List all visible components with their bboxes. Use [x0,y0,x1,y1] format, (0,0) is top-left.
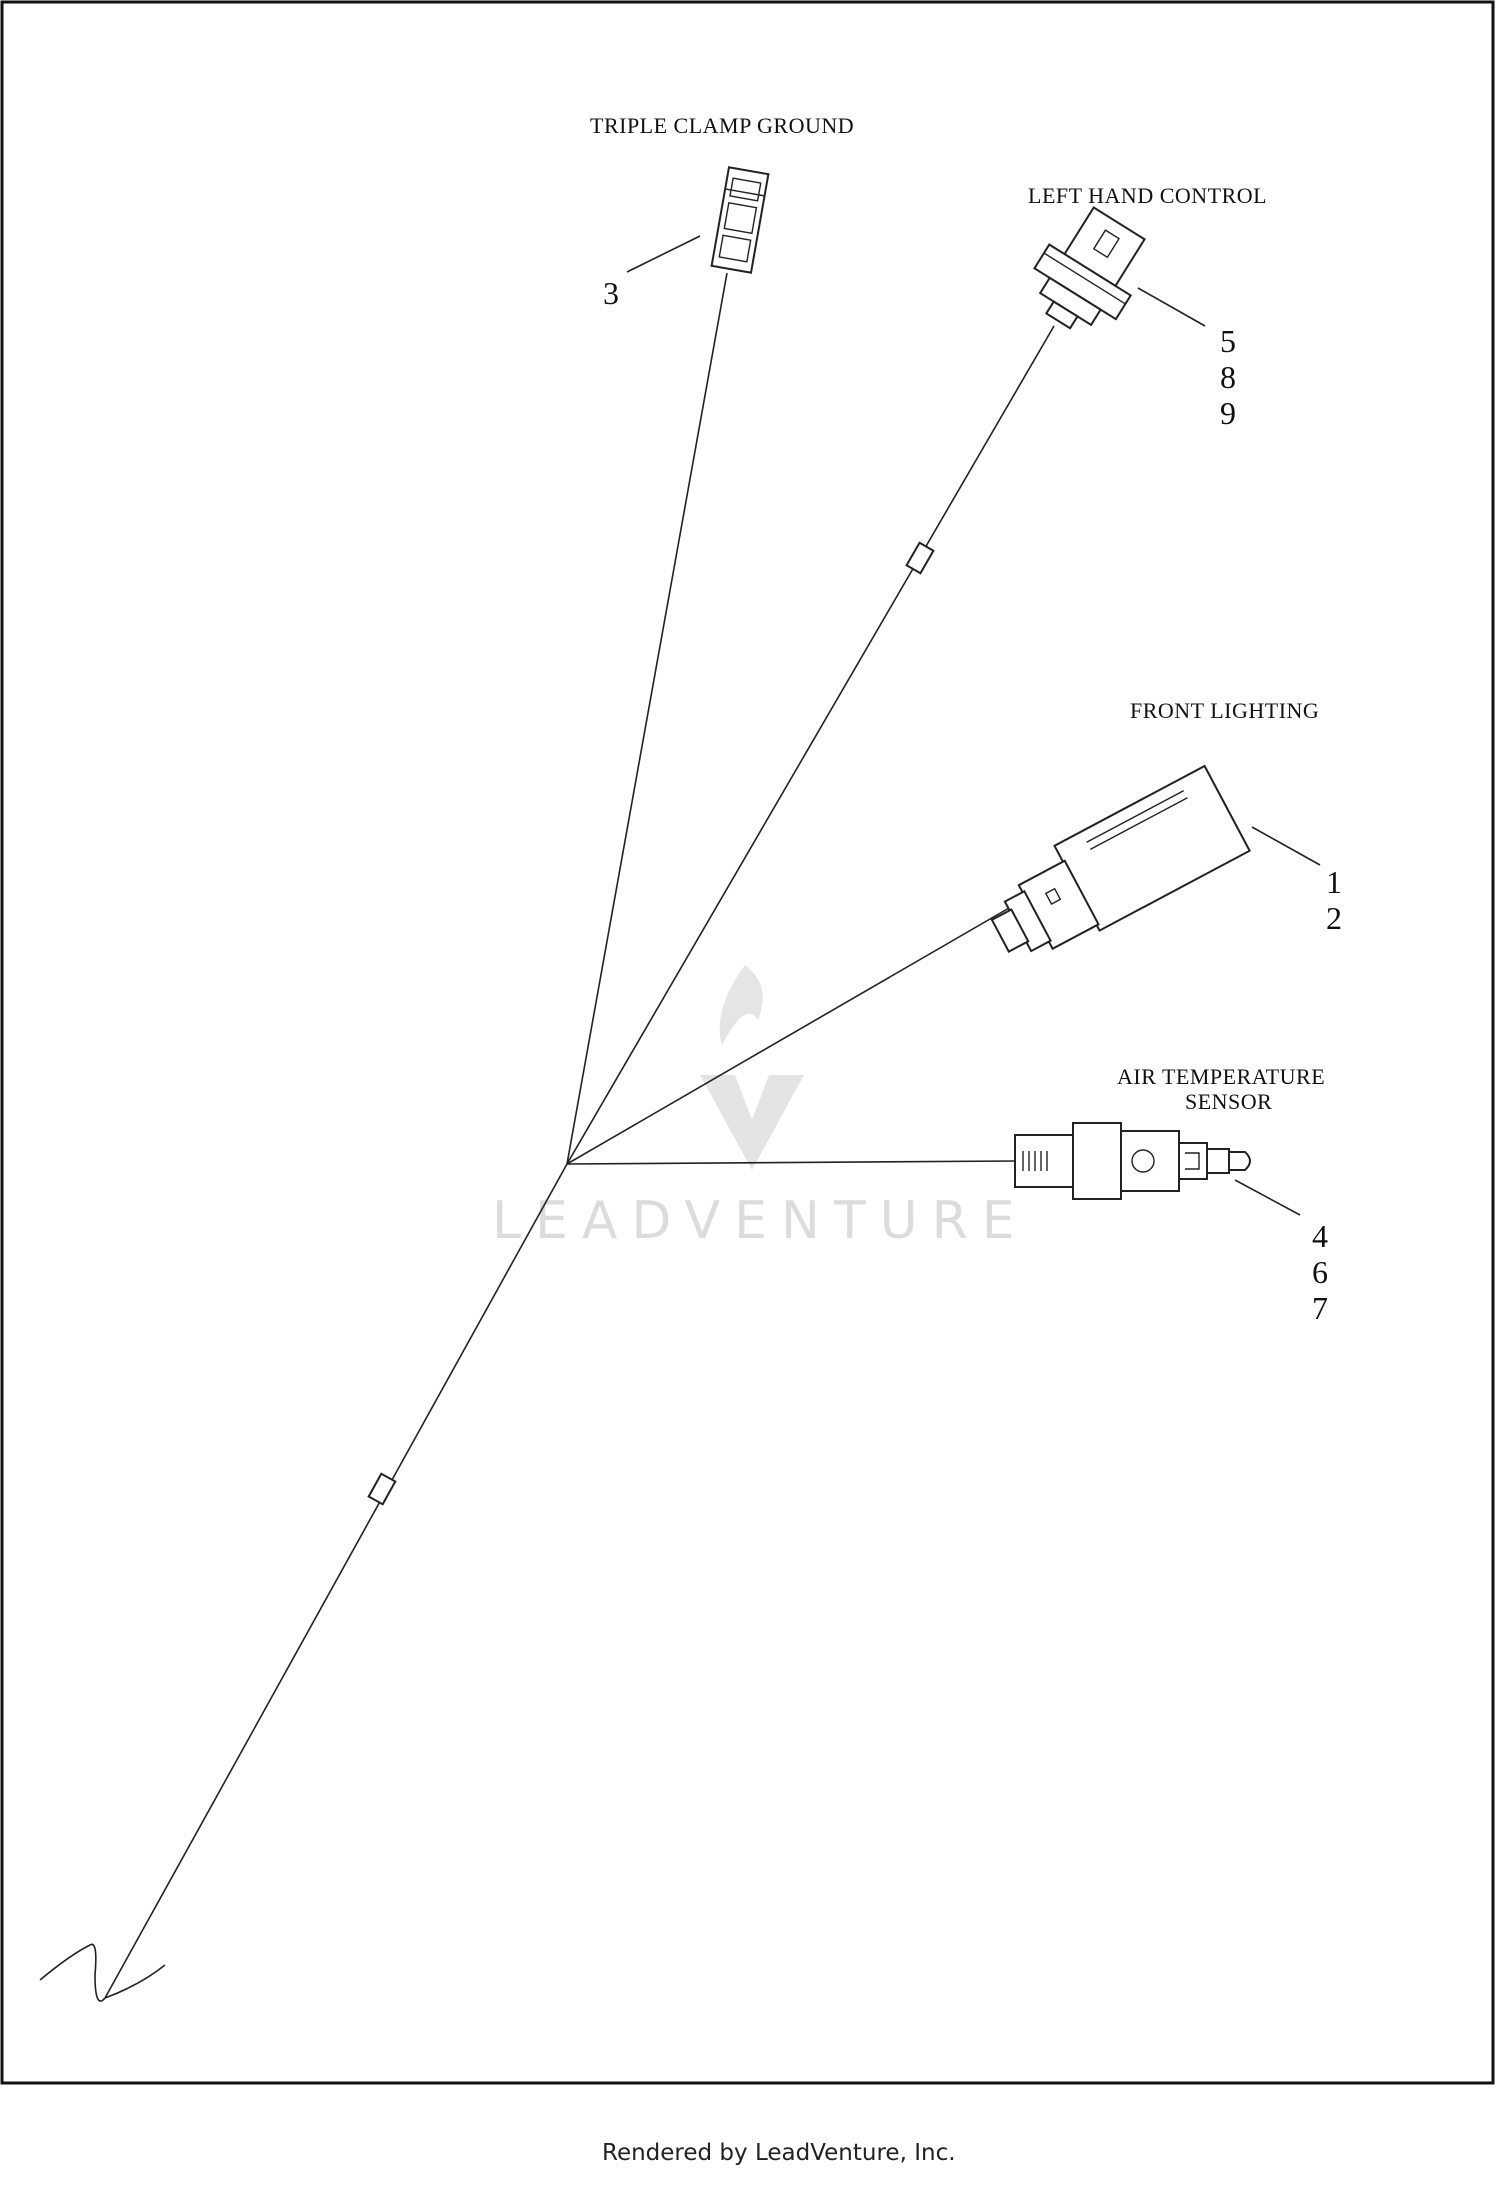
left-hand-control-connector [1033,206,1146,330]
label-air-temperature-line2: SENSOR [1185,1089,1272,1114]
wire-sleeves [367,541,935,1506]
callout-8: 8 [1220,359,1236,395]
callout-6: 6 [1312,1254,1328,1290]
callout-9: 9 [1220,395,1236,431]
label-front-lighting: FRONT LIGHTING [1130,698,1319,723]
diagram-frame [0,0,1495,2085]
label-air-temperature-line1: AIR TEMPERATURE [1117,1064,1325,1089]
sleeve-left-hand [905,541,935,575]
footer-credit: Rendered by LeadVenture, Inc. [602,2140,956,2166]
label-triple-clamp-ground: TRIPLE CLAMP GROUND [590,113,854,138]
front-lighting-connector [990,764,1252,953]
callout-7: 7 [1312,1290,1328,1326]
watermark-logo: LEADVENTURE [492,965,1029,1251]
callout-5: 5 [1220,323,1236,359]
harness-wires [39,272,1055,2002]
label-left-hand-control: LEFT HAND CONTROL [1028,183,1267,208]
triple-clamp-connector [710,166,770,274]
watermark-text: LEADVENTURE [492,1191,1029,1251]
callout-3: 3 [603,275,619,311]
callout-4: 4 [1312,1218,1328,1254]
air-temperature-sensor-connector [1014,1122,1251,1200]
leader-lines [626,235,1321,1216]
callout-1: 1 [1326,864,1342,900]
callout-2: 2 [1326,900,1342,936]
sleeve-main [367,1472,397,1506]
